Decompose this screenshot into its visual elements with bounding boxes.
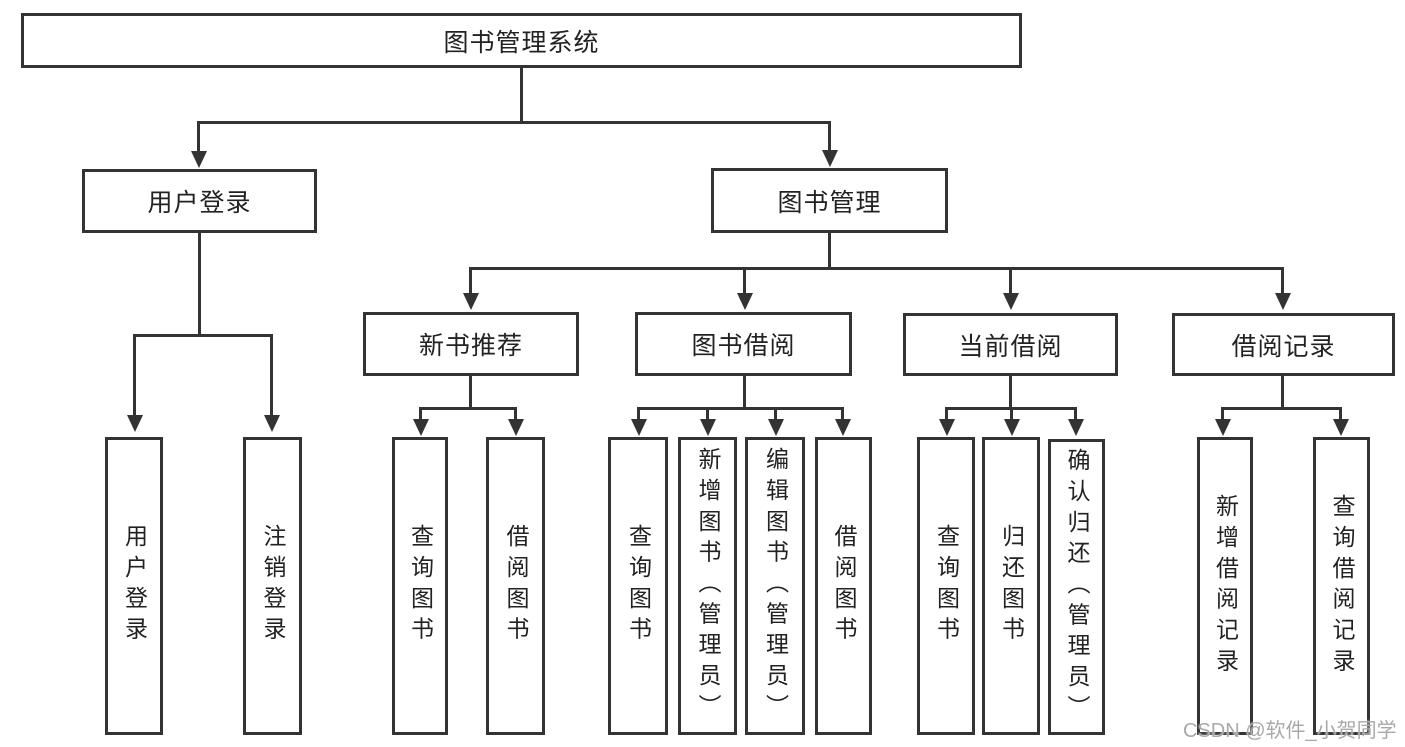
connector-line bbox=[419, 407, 517, 410]
connector-line bbox=[133, 334, 273, 337]
connector-line bbox=[1281, 376, 1284, 410]
connector-line bbox=[706, 407, 709, 422]
node-root: 图书管理系统 bbox=[21, 13, 1022, 68]
node-book-management: 图书管理 bbox=[711, 168, 948, 233]
arrow-head bbox=[700, 419, 716, 436]
connector-line bbox=[637, 407, 844, 410]
connector-line bbox=[469, 267, 472, 295]
csdn-watermark: CSDN @软件_小贺同学 bbox=[1183, 720, 1397, 742]
connector-line bbox=[1074, 407, 1077, 422]
node-user-login: 用户登录 bbox=[82, 169, 317, 233]
arrow-head bbox=[1004, 419, 1020, 436]
node-current-borrow: 当前借阅 bbox=[903, 313, 1118, 376]
connector-line bbox=[828, 233, 831, 270]
connector-line bbox=[133, 334, 136, 418]
arrow-head bbox=[1275, 293, 1291, 310]
arrow-head bbox=[1003, 293, 1019, 310]
connector-line bbox=[419, 407, 422, 422]
arrow-head bbox=[822, 150, 838, 167]
leaf-borrow-book: 借阅图书 bbox=[815, 437, 872, 735]
arrow-head bbox=[835, 419, 851, 436]
arrow-head bbox=[127, 415, 143, 432]
connector-line bbox=[197, 121, 830, 124]
connector-line bbox=[1221, 407, 1341, 410]
leaf-user-login: 用户登录 bbox=[105, 437, 163, 735]
arrow-head bbox=[1215, 419, 1231, 436]
connector-line bbox=[469, 267, 1284, 270]
arrow-head bbox=[413, 419, 429, 436]
arrow-head bbox=[264, 415, 280, 432]
connector-line bbox=[270, 334, 273, 418]
connector-line bbox=[743, 376, 746, 410]
node-book-borrow: 图书借阅 bbox=[635, 312, 852, 376]
leaf-query-book-borrow: 查询图书 bbox=[608, 437, 668, 735]
leaf-borrow-book-recommend: 借阅图书 bbox=[486, 437, 545, 735]
leaf-query-borrow-record: 查询借阅记录 bbox=[1313, 437, 1370, 735]
leaf-logout: 注销登录 bbox=[243, 437, 302, 735]
leaf-query-book-recommend: 查询图书 bbox=[392, 437, 448, 735]
connector-line bbox=[514, 407, 517, 422]
node-borrow-records: 借阅记录 bbox=[1172, 313, 1395, 376]
connector-line bbox=[945, 407, 948, 422]
connector-line bbox=[198, 233, 201, 336]
arrow-head bbox=[768, 419, 784, 436]
leaf-add-borrow-record: 新增借阅记录 bbox=[1197, 437, 1253, 735]
arrow-head bbox=[737, 293, 753, 310]
arrow-head bbox=[1068, 419, 1084, 436]
leaf-return-book: 归还图书 bbox=[982, 437, 1040, 735]
arrow-head bbox=[1333, 419, 1349, 436]
connector-line bbox=[1009, 376, 1012, 410]
arrow-head bbox=[939, 419, 955, 436]
connector-line bbox=[469, 376, 472, 410]
node-new-book-recommend: 新书推荐 bbox=[363, 312, 579, 376]
connector-line bbox=[743, 267, 746, 295]
leaf-edit-book-admin: 编辑图书（管理员） bbox=[745, 437, 805, 735]
arrow-head bbox=[508, 419, 524, 436]
arrow-head bbox=[631, 419, 647, 436]
connector-line bbox=[841, 407, 844, 422]
arrow-head bbox=[463, 293, 479, 310]
connector-line bbox=[637, 407, 640, 422]
connector-line bbox=[1009, 267, 1012, 295]
connector-line bbox=[828, 121, 831, 154]
connector-line bbox=[1281, 267, 1284, 295]
connector-line bbox=[1010, 407, 1013, 422]
connector-line bbox=[1339, 407, 1342, 422]
arrow-head bbox=[191, 151, 207, 168]
connector-line bbox=[197, 121, 200, 154]
connector-line bbox=[774, 407, 777, 422]
leaf-query-book-current: 查询图书 bbox=[917, 437, 975, 735]
leaf-confirm-return-admin: 确认归还（管理员） bbox=[1048, 439, 1105, 735]
connector-line bbox=[520, 68, 523, 122]
leaf-add-book-admin: 新增图书（管理员） bbox=[678, 437, 737, 735]
connector-line bbox=[1221, 407, 1224, 422]
